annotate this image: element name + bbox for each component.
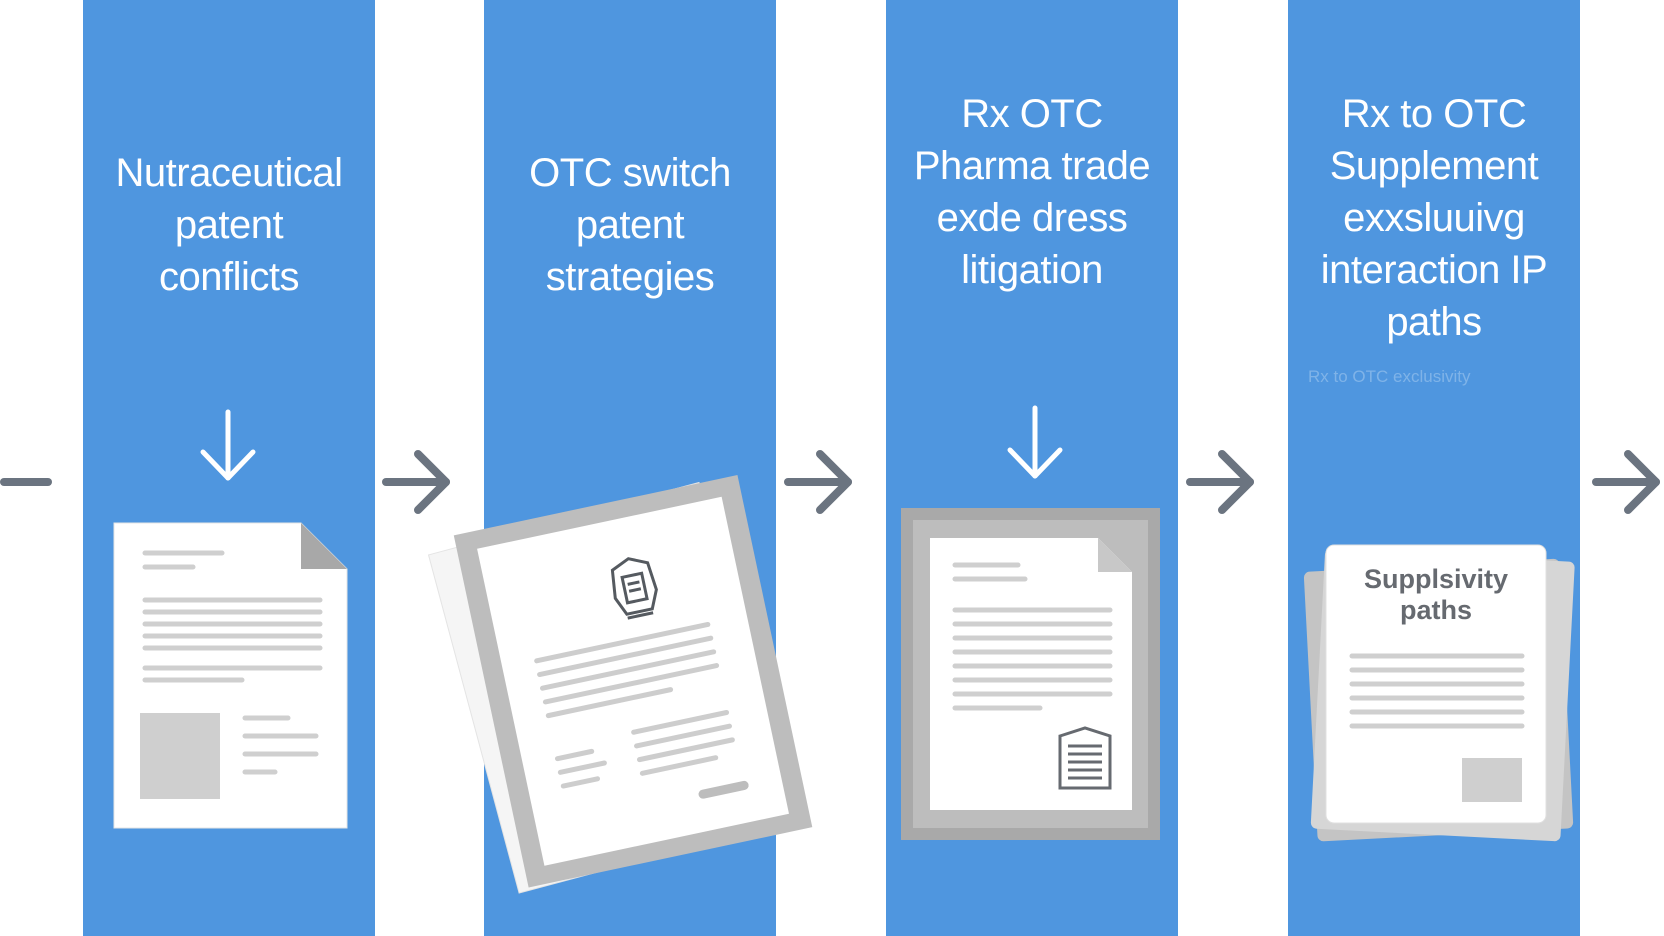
arrow-right-icon (1592, 450, 1660, 514)
column-title: Rx OTC Pharma trade exde dress litigatio… (886, 88, 1178, 296)
title-line: OTC switch (529, 151, 731, 195)
framed-document-illustration (901, 508, 1160, 840)
column-title: OTC switch patent strategies (484, 147, 776, 303)
arrow-right-icon (382, 450, 450, 514)
arrow-down-icon (200, 409, 256, 481)
certificate-seal-icon (610, 557, 658, 620)
document-label-line: paths (1399, 595, 1472, 625)
arrow-right-icon (1186, 450, 1254, 514)
document-label-line: Supplsivity (1363, 564, 1509, 594)
column-title: Nutraceutical patent conflicts (83, 147, 375, 303)
title-line: Nutraceutical (115, 151, 343, 195)
document-badge-icon (1058, 726, 1112, 790)
stacked-document-illustration (1303, 544, 1575, 842)
title-line: Rx to OTC (1341, 92, 1527, 136)
faint-caption: Rx to OTC exclusivity (1308, 367, 1471, 386)
title-line: exxsluuivg (1343, 196, 1525, 240)
title-line: litigation (961, 248, 1103, 292)
title-line: patent (174, 203, 284, 247)
certificate-document-illustration (427, 475, 813, 894)
title-line: patent (575, 203, 685, 247)
title-line: Supplement (1329, 144, 1539, 188)
title-line: paths (1386, 300, 1482, 344)
title-line: exde dress (936, 196, 1128, 240)
column-title: Rx to OTC Supplement exxsluuivg interact… (1288, 88, 1580, 348)
title-line: conflicts (159, 255, 300, 299)
arrow-right-icon (784, 450, 852, 514)
title-line: Pharma trade (913, 144, 1151, 188)
document-illustration (113, 522, 348, 829)
title-line: strategies (545, 255, 715, 299)
title-line: interaction IP (1320, 248, 1548, 292)
arrow-down-icon (1007, 405, 1063, 479)
title-line: Rx OTC (961, 92, 1103, 136)
document-label: Supplsivity paths (1326, 564, 1546, 626)
